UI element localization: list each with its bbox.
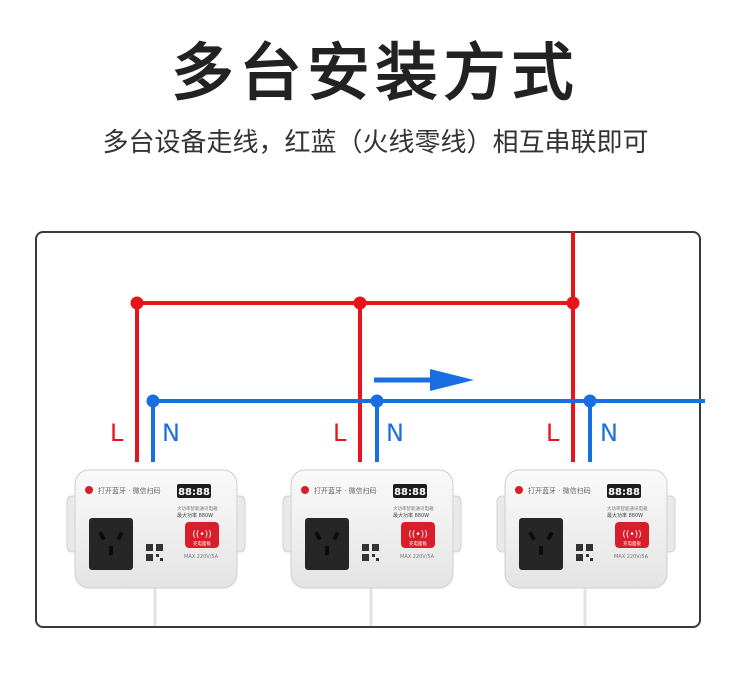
live-junction-1 [130, 296, 144, 310]
arrow-right-icon [374, 369, 474, 391]
brand-logo-icon [85, 486, 93, 494]
socket-holes-icon [98, 531, 124, 555]
nfc-label: 充电面板 [193, 540, 211, 547]
neutral-label-1: N [162, 419, 180, 447]
spec-line-1: 大功率智能通讯电箱 [177, 505, 218, 512]
power-socket [519, 518, 563, 570]
brand-logo-icon [301, 486, 309, 494]
display-value: 88:88 [178, 487, 210, 498]
power-socket [305, 518, 349, 570]
nfc-badge [615, 522, 649, 548]
qr-code-icon [576, 544, 593, 561]
neutral-label-2: N [386, 419, 404, 447]
spec-line-2: 最大功率 880W [177, 512, 213, 519]
max-rating: MAX 220V/5A [400, 554, 435, 560]
neutral-junction-1 [146, 394, 160, 408]
device-2: 打开蓝牙 · 微信扫码 88:88 大功率智能通讯电箱 最大功率 880W ((… [282, 469, 462, 626]
spec-line-1: 大功率智能通讯电箱 [607, 505, 648, 512]
spec-line-1: 大功率智能通讯电箱 [393, 505, 434, 512]
live-label-2: L [333, 419, 347, 447]
diagram-frame [35, 231, 701, 628]
brand-logo-icon [515, 486, 523, 494]
neutral-junction-2 [370, 394, 384, 408]
led-display [607, 484, 641, 498]
nfc-label: 充电面板 [623, 540, 641, 547]
live-junction-2 [353, 296, 367, 310]
nfc-icon: ((•)) [408, 530, 427, 540]
device-header-text: 打开蓝牙 · 微信扫码 [528, 486, 591, 495]
qr-code-icon [362, 544, 379, 561]
neutral-wires [146, 394, 705, 462]
nfc-label: 充电面板 [409, 540, 427, 547]
qr-code-icon [146, 544, 163, 561]
live-label-3: L [546, 419, 560, 447]
display-value: 88:88 [394, 487, 426, 498]
socket-holes-icon [528, 531, 554, 555]
nfc-badge [401, 522, 435, 548]
spec-line-2: 最大功率 880W [393, 512, 429, 519]
display-value: 88:88 [608, 487, 640, 498]
led-display [177, 484, 211, 498]
device-1: 打开蓝牙 · 微信扫码 88:88 大功率智能通讯电箱 最大功率 880W ((… [66, 469, 246, 626]
device-3: 打开蓝牙 · 微信扫码 88:88 大功率智能通讯电箱 最大功率 880W ((… [496, 469, 676, 626]
page-subtitle: 多台设备走线，红蓝（火线零线）相互串联即可 [102, 128, 649, 158]
page-title: 多台安装方式 [171, 36, 580, 109]
socket-holes-icon [314, 531, 340, 555]
nfc-icon: ((•)) [192, 530, 211, 540]
live-wires [130, 231, 580, 462]
device-header-text: 打开蓝牙 · 微信扫码 [314, 486, 377, 495]
led-display [393, 484, 427, 498]
power-socket [89, 518, 133, 570]
nfc-icon: ((•)) [622, 530, 641, 540]
spec-line-2: 最大功率 880W [607, 512, 643, 519]
max-rating: MAX 220V/5A [614, 554, 649, 560]
neutral-junction-3 [583, 394, 597, 408]
wire-labels: L N L N L N [110, 419, 618, 447]
live-junction-3 [566, 296, 580, 310]
nfc-badge [185, 522, 219, 548]
live-label-1: L [110, 419, 124, 447]
device-header-text: 打开蓝牙 · 微信扫码 [98, 486, 161, 495]
neutral-label-3: N [600, 419, 618, 447]
max-rating: MAX 220V/5A [184, 554, 219, 560]
